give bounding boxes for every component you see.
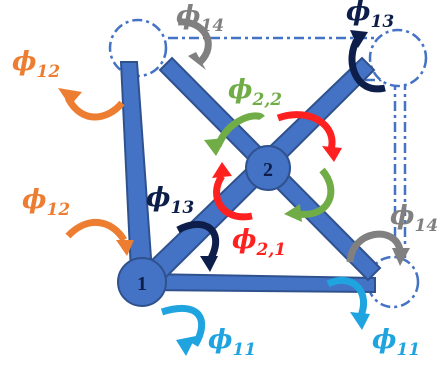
node-1-label: 1 [137,273,147,295]
phi-22-label: ϕ2,2 [228,75,282,110]
phi-labels: ϕ12 ϕ12 ϕ14 ϕ14 ϕ13 ϕ13 ϕ2,2 ϕ2,1 ϕ11 ϕ1… [12,0,438,360]
phi-11-right-label: ϕ11 [372,325,420,360]
phi-14-top-arrow [177,18,212,65]
phi-13-mid-arrow [176,221,220,262]
node-2-circle [245,145,291,191]
phi-11-right-arrow [326,276,368,320]
phi-13-top-label: ϕ13 [346,0,394,32]
phi-14-right-label: ϕ14 [390,201,438,236]
phi-12-left-arrow [65,218,127,242]
phi-11-left-arrow [160,304,206,347]
phi-11-left-label: ϕ11 [208,325,256,360]
phi-21-upper-arrow [276,111,336,154]
phi-12-top-label: ϕ12 [12,47,60,82]
phi-22-lower-arrow [297,167,335,218]
phi-14-right-arrow [346,230,404,263]
ghost-node-top-right [368,28,428,88]
phi-13-top-arrow [348,36,386,93]
phi-12-left-label: ϕ12 [22,185,70,220]
node-2-label: 2 [263,159,273,181]
phi-13-mid-label: ϕ13 [146,183,194,218]
phi-21-label: ϕ2,1 [232,225,286,260]
phi-14-top-label: ϕ14 [176,1,224,36]
phi-12-top-arrow [64,96,125,121]
node-1-circle [117,257,167,307]
rotation-arrows [58,18,410,356]
phi-21-lower-arrow [213,173,253,221]
